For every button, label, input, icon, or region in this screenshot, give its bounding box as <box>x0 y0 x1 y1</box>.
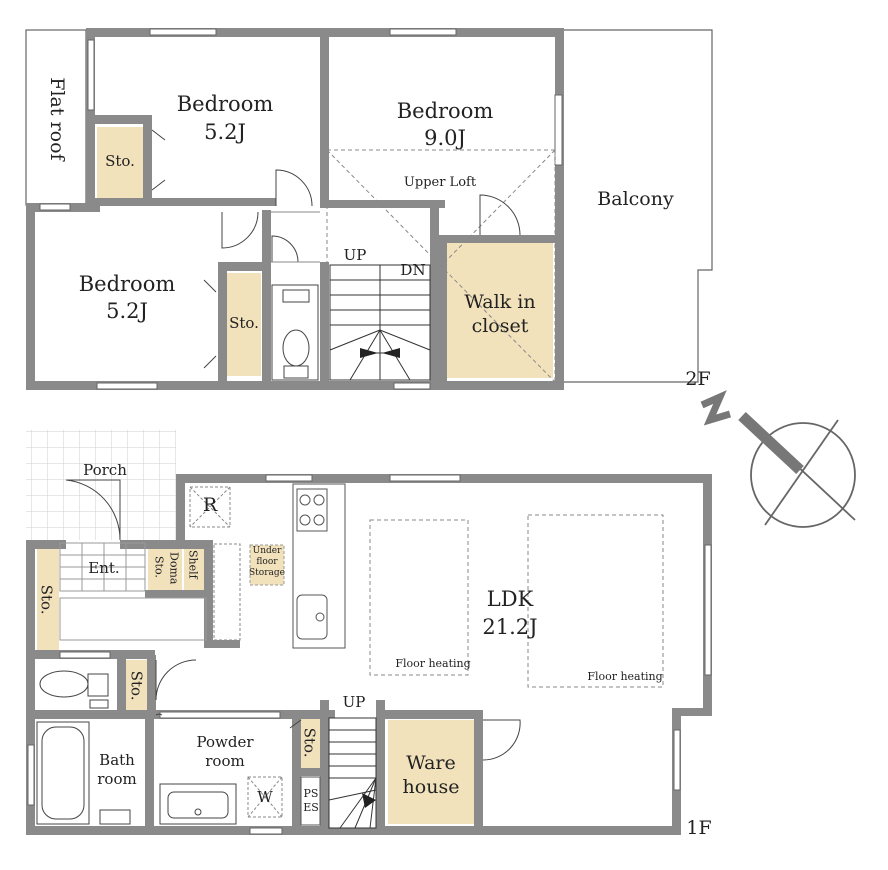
storage-fill-2f-1 <box>97 127 143 201</box>
toilet-icon <box>282 329 310 367</box>
bedroom-nw-name: Bedroom <box>176 92 274 116</box>
entrance-label: Ent. <box>88 559 120 577</box>
walk-in-closet-line2: closet <box>471 315 529 337</box>
stove-icon <box>296 488 328 532</box>
walk-in-closet-line1: Walk in <box>464 291 536 313</box>
floor2-plan <box>25 28 713 390</box>
washer-label: W <box>257 788 273 806</box>
upper-loft-label: Upper Loft <box>380 175 500 191</box>
storage-powder-label: Sto. <box>300 727 319 758</box>
bedroom-n-name: Bedroom <box>396 99 494 123</box>
compass-north-icon <box>700 390 856 528</box>
bedroom-nw-size: 5.2J <box>204 120 246 144</box>
doma-storage-line1: Doma <box>167 552 181 585</box>
stair-up-1f-label: UP <box>342 693 366 711</box>
bedroom-w-name: Bedroom <box>78 272 176 296</box>
storage-2f-2-label: Sto. <box>229 314 259 332</box>
stair-up-2f-label: UP <box>343 246 367 264</box>
powder-room-line1: Powder <box>196 733 254 751</box>
refrigerator-label: R <box>202 494 218 516</box>
floor1-plan <box>26 430 712 835</box>
ps-es-line2: ES <box>303 801 319 814</box>
ps-es-line1: PS <box>303 787 319 800</box>
bathroom-line1: Bath <box>99 751 135 769</box>
underfloor-storage-line1: Under <box>252 546 282 556</box>
warehouse-line2: house <box>402 776 460 798</box>
warehouse-line1: Ware <box>406 752 456 774</box>
shelf-label: Shelf <box>186 550 200 579</box>
bedroom-n-size: 9.0J <box>424 126 466 150</box>
floor1-label: 1F <box>686 817 712 839</box>
walk-in-closet-fill <box>447 243 553 378</box>
porch-tiles <box>26 430 176 540</box>
ldk-size: 21.2J <box>482 615 538 639</box>
storage-toilet-label: Sto. <box>127 670 146 701</box>
powder-room-line2: room <box>205 752 245 770</box>
storage-2f-1-label: Sto. <box>105 152 135 170</box>
floor-heating-1-label: Floor heating <box>395 657 471 670</box>
bathtub-icon <box>41 726 85 820</box>
floor2-label: 2F <box>685 368 711 390</box>
flat-roof-label: Flat roof <box>45 77 68 161</box>
porch-label: Porch <box>83 461 127 479</box>
storage-fill-2f-2 <box>227 273 261 376</box>
underfloor-storage-line3: Storage <box>249 568 285 578</box>
floor-heating-2-label: Floor heating <box>587 670 663 683</box>
balcony-label: Balcony <box>597 188 674 210</box>
bathroom-line2: room <box>97 770 137 788</box>
bedroom-w-size: 5.2J <box>106 299 148 323</box>
doma-storage-line2: Sto. <box>152 556 166 578</box>
stair-down-2f-label: DN <box>400 261 426 279</box>
underfloor-storage-line2: floor <box>256 557 278 567</box>
ldk-name: LDK <box>486 587 534 611</box>
sink-icon <box>296 594 328 640</box>
storage-entry-label: Sto. <box>37 584 56 615</box>
